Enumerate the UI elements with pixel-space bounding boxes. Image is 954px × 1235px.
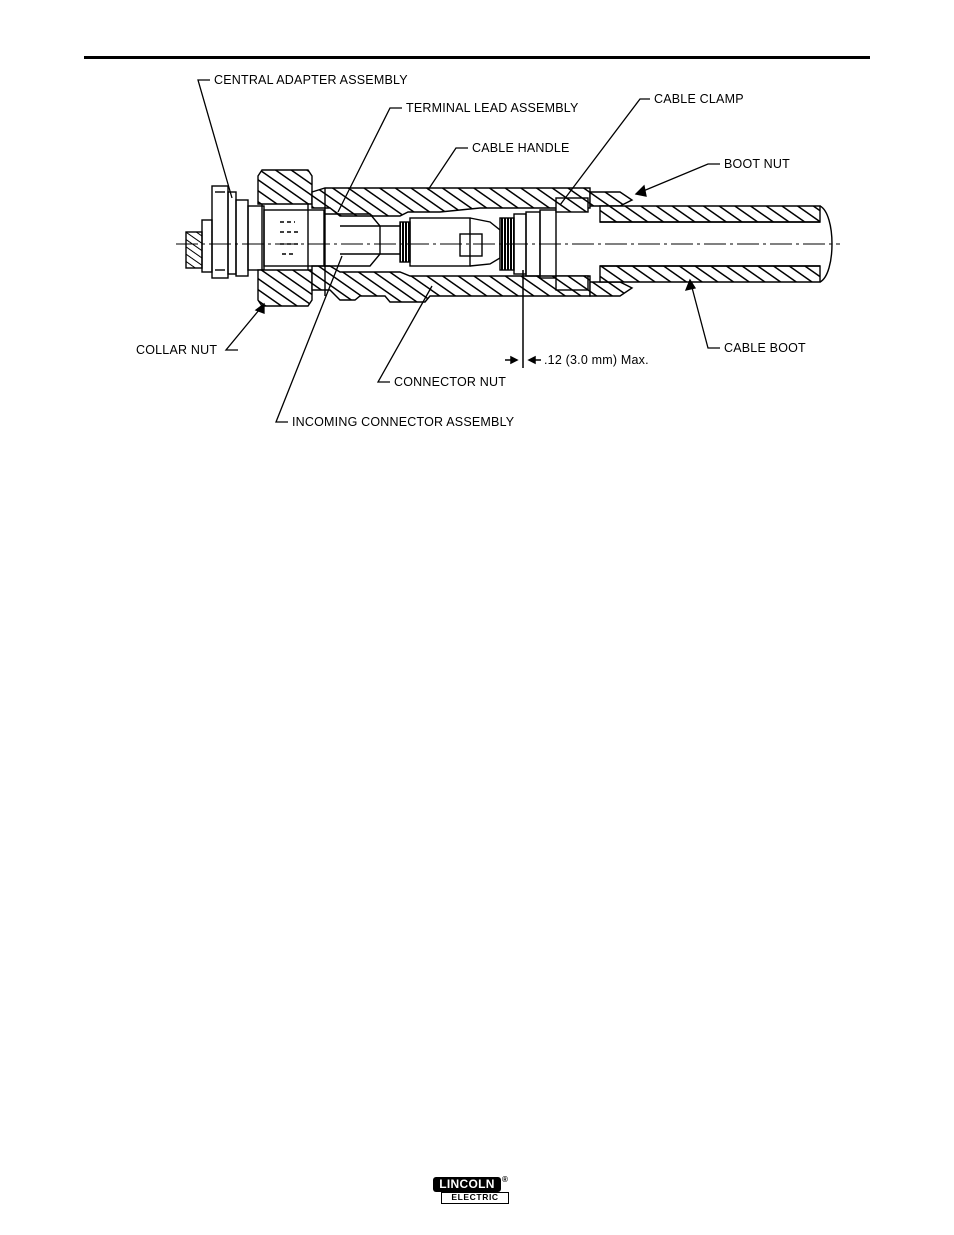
- label-collar-nut: COLLAR NUT: [136, 343, 217, 357]
- assembly-drawing: [176, 170, 840, 368]
- label-central-adapter-assembly: CENTRAL ADAPTER ASSEMBLY: [214, 73, 408, 87]
- label-incoming-connector-assembly: INCOMING CONNECTOR ASSEMBLY: [292, 415, 515, 429]
- label-dimension: .12 (3.0 mm) Max.: [544, 353, 649, 367]
- terminal-lead-inner: [264, 210, 400, 266]
- logo-line1: LINCOLN: [433, 1177, 501, 1192]
- label-terminal-lead-assembly: TERMINAL LEAD ASSEMBLY: [406, 101, 579, 115]
- collar-nut: [258, 170, 312, 306]
- central-adapter-stub: [186, 186, 264, 278]
- cable-handle: [312, 188, 590, 302]
- label-connector-nut: CONNECTOR NUT: [394, 375, 506, 389]
- leader-lines: [198, 80, 720, 422]
- logo-registered-mark: ®: [502, 1176, 508, 1184]
- label-boot-nut: BOOT NUT: [724, 157, 790, 171]
- label-cable-clamp: CABLE CLAMP: [654, 92, 744, 106]
- label-cable-handle: CABLE HANDLE: [472, 141, 570, 155]
- logo-line2: ELECTRIC: [441, 1192, 509, 1204]
- label-cable-boot: CABLE BOOT: [724, 341, 806, 355]
- lincoln-electric-logo: LINCOLN ELECTRIC ®: [433, 1177, 509, 1205]
- incoming-connector: [400, 218, 500, 266]
